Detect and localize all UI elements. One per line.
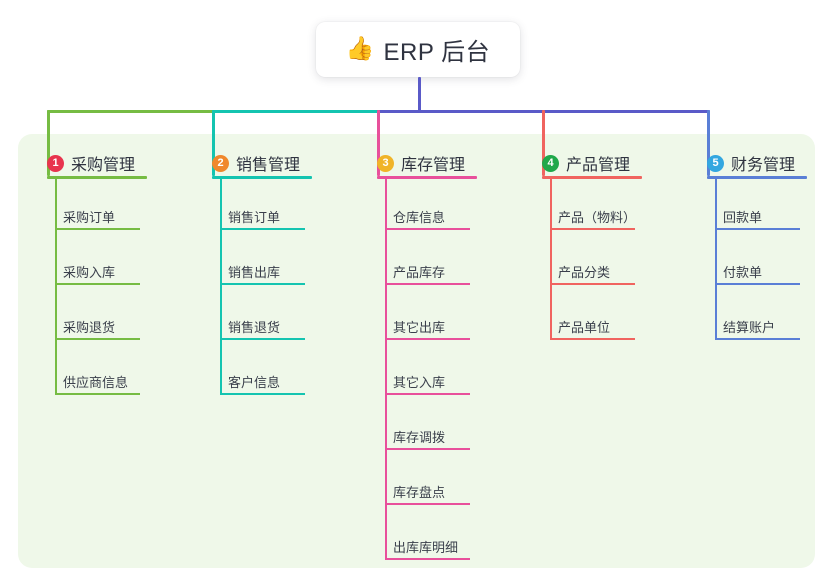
leaf-item-rule: [220, 393, 305, 395]
root-drop-line: [418, 77, 421, 113]
branch-drop-line-2: [212, 110, 215, 176]
leaf-item-label: 供应商信息: [63, 375, 129, 390]
branch-title-1: 采购管理: [71, 157, 136, 174]
branch-header-4[interactable]: 4 产品管理: [542, 151, 630, 175]
leaf-item-rule: [385, 558, 470, 560]
leaf-item-rule: [385, 338, 470, 340]
bus-segment-2: [212, 110, 380, 113]
thumbs-up-icon: 👍: [345, 36, 375, 62]
branch-drop-line-4: [542, 110, 545, 176]
branch-spine-3: [385, 179, 387, 560]
root-node-label: ERP 后台: [383, 39, 491, 66]
leaf-item-rule: [55, 393, 140, 395]
root-node-content: 👍 ERP 后台: [346, 32, 490, 67]
leaf-item-rule: [715, 338, 800, 340]
leaf-item-label: 仓库信息: [393, 210, 446, 225]
branch-title-3: 库存管理: [401, 157, 466, 174]
leaf-item-label: 采购入库: [63, 265, 116, 280]
leaf-item-label: 产品单位: [558, 320, 611, 335]
leaf-item-rule: [385, 503, 470, 505]
leaf-item-rule: [385, 448, 470, 450]
branch-spine-2: [220, 179, 222, 395]
leaf-item-label: 采购退货: [63, 320, 116, 335]
leaf-item-label: 客户信息: [228, 375, 281, 390]
branch-spine-1: [55, 179, 57, 395]
diagram-panel: [18, 134, 815, 568]
root-node[interactable]: 👍 ERP 后台: [316, 22, 520, 77]
leaf-item-rule: [220, 283, 305, 285]
branch-badge-3: 3: [377, 154, 394, 172]
branch-header-rule-1: [47, 176, 147, 179]
leaf-item-rule: [385, 393, 470, 395]
branch-title-2: 销售管理: [236, 157, 301, 174]
leaf-item-rule: [550, 338, 635, 340]
leaf-item-rule: [55, 228, 140, 230]
leaf-item-label: 其它出库: [393, 320, 446, 335]
branch-spine-5: [715, 179, 717, 340]
leaf-item-label: 销售订单: [228, 210, 281, 225]
leaf-item-rule: [715, 283, 800, 285]
bus-segment-1: [47, 110, 215, 113]
branch-drop-line-1: [47, 110, 50, 176]
leaf-item-label: 采购订单: [63, 210, 116, 225]
leaf-item-label: 产品（物料）: [558, 210, 637, 225]
leaf-item-label: 产品分类: [558, 265, 611, 280]
branch-header-3[interactable]: 3 库存管理: [377, 151, 465, 175]
branch-header-rule-4: [542, 176, 642, 179]
branch-badge-4: 4: [542, 154, 559, 172]
branch-header-5[interactable]: 5 财务管理: [707, 151, 795, 175]
branch-drop-line-5: [707, 110, 710, 176]
leaf-item-rule: [55, 338, 140, 340]
leaf-item-rule: [385, 228, 470, 230]
branch-title-4: 产品管理: [566, 157, 631, 174]
branch-badge-1: 1: [47, 154, 64, 172]
branch-header-2[interactable]: 2 销售管理: [212, 151, 300, 175]
leaf-item-label: 库存盘点: [393, 485, 446, 500]
leaf-item-rule: [550, 283, 635, 285]
leaf-item-rule: [220, 338, 305, 340]
leaf-item-label: 销售出库: [228, 265, 281, 280]
leaf-item-rule: [220, 228, 305, 230]
branch-header-rule-2: [212, 176, 312, 179]
leaf-item-label: 结算账户: [723, 320, 776, 335]
leaf-item-rule: [550, 228, 635, 230]
leaf-item-label: 销售退货: [228, 320, 281, 335]
leaf-item-rule: [385, 283, 470, 285]
leaf-item-rule: [715, 228, 800, 230]
branch-header-1[interactable]: 1 采购管理: [47, 151, 135, 175]
branch-badge-5: 5: [707, 154, 724, 172]
branch-badge-2: 2: [212, 154, 229, 172]
branch-spine-4: [550, 179, 552, 340]
branch-header-rule-5: [707, 176, 807, 179]
branch-title-5: 财务管理: [731, 157, 796, 174]
branch-drop-line-3: [377, 110, 380, 176]
leaf-item-label: 库存调拨: [393, 430, 446, 445]
leaf-item-rule: [55, 283, 140, 285]
leaf-item-label: 出库库明细: [393, 540, 459, 555]
leaf-item-label: 回款单: [723, 210, 763, 225]
branch-header-rule-3: [377, 176, 477, 179]
leaf-item-label: 其它入库: [393, 375, 446, 390]
leaf-item-label: 付款单: [723, 265, 763, 280]
leaf-item-label: 产品库存: [393, 265, 446, 280]
